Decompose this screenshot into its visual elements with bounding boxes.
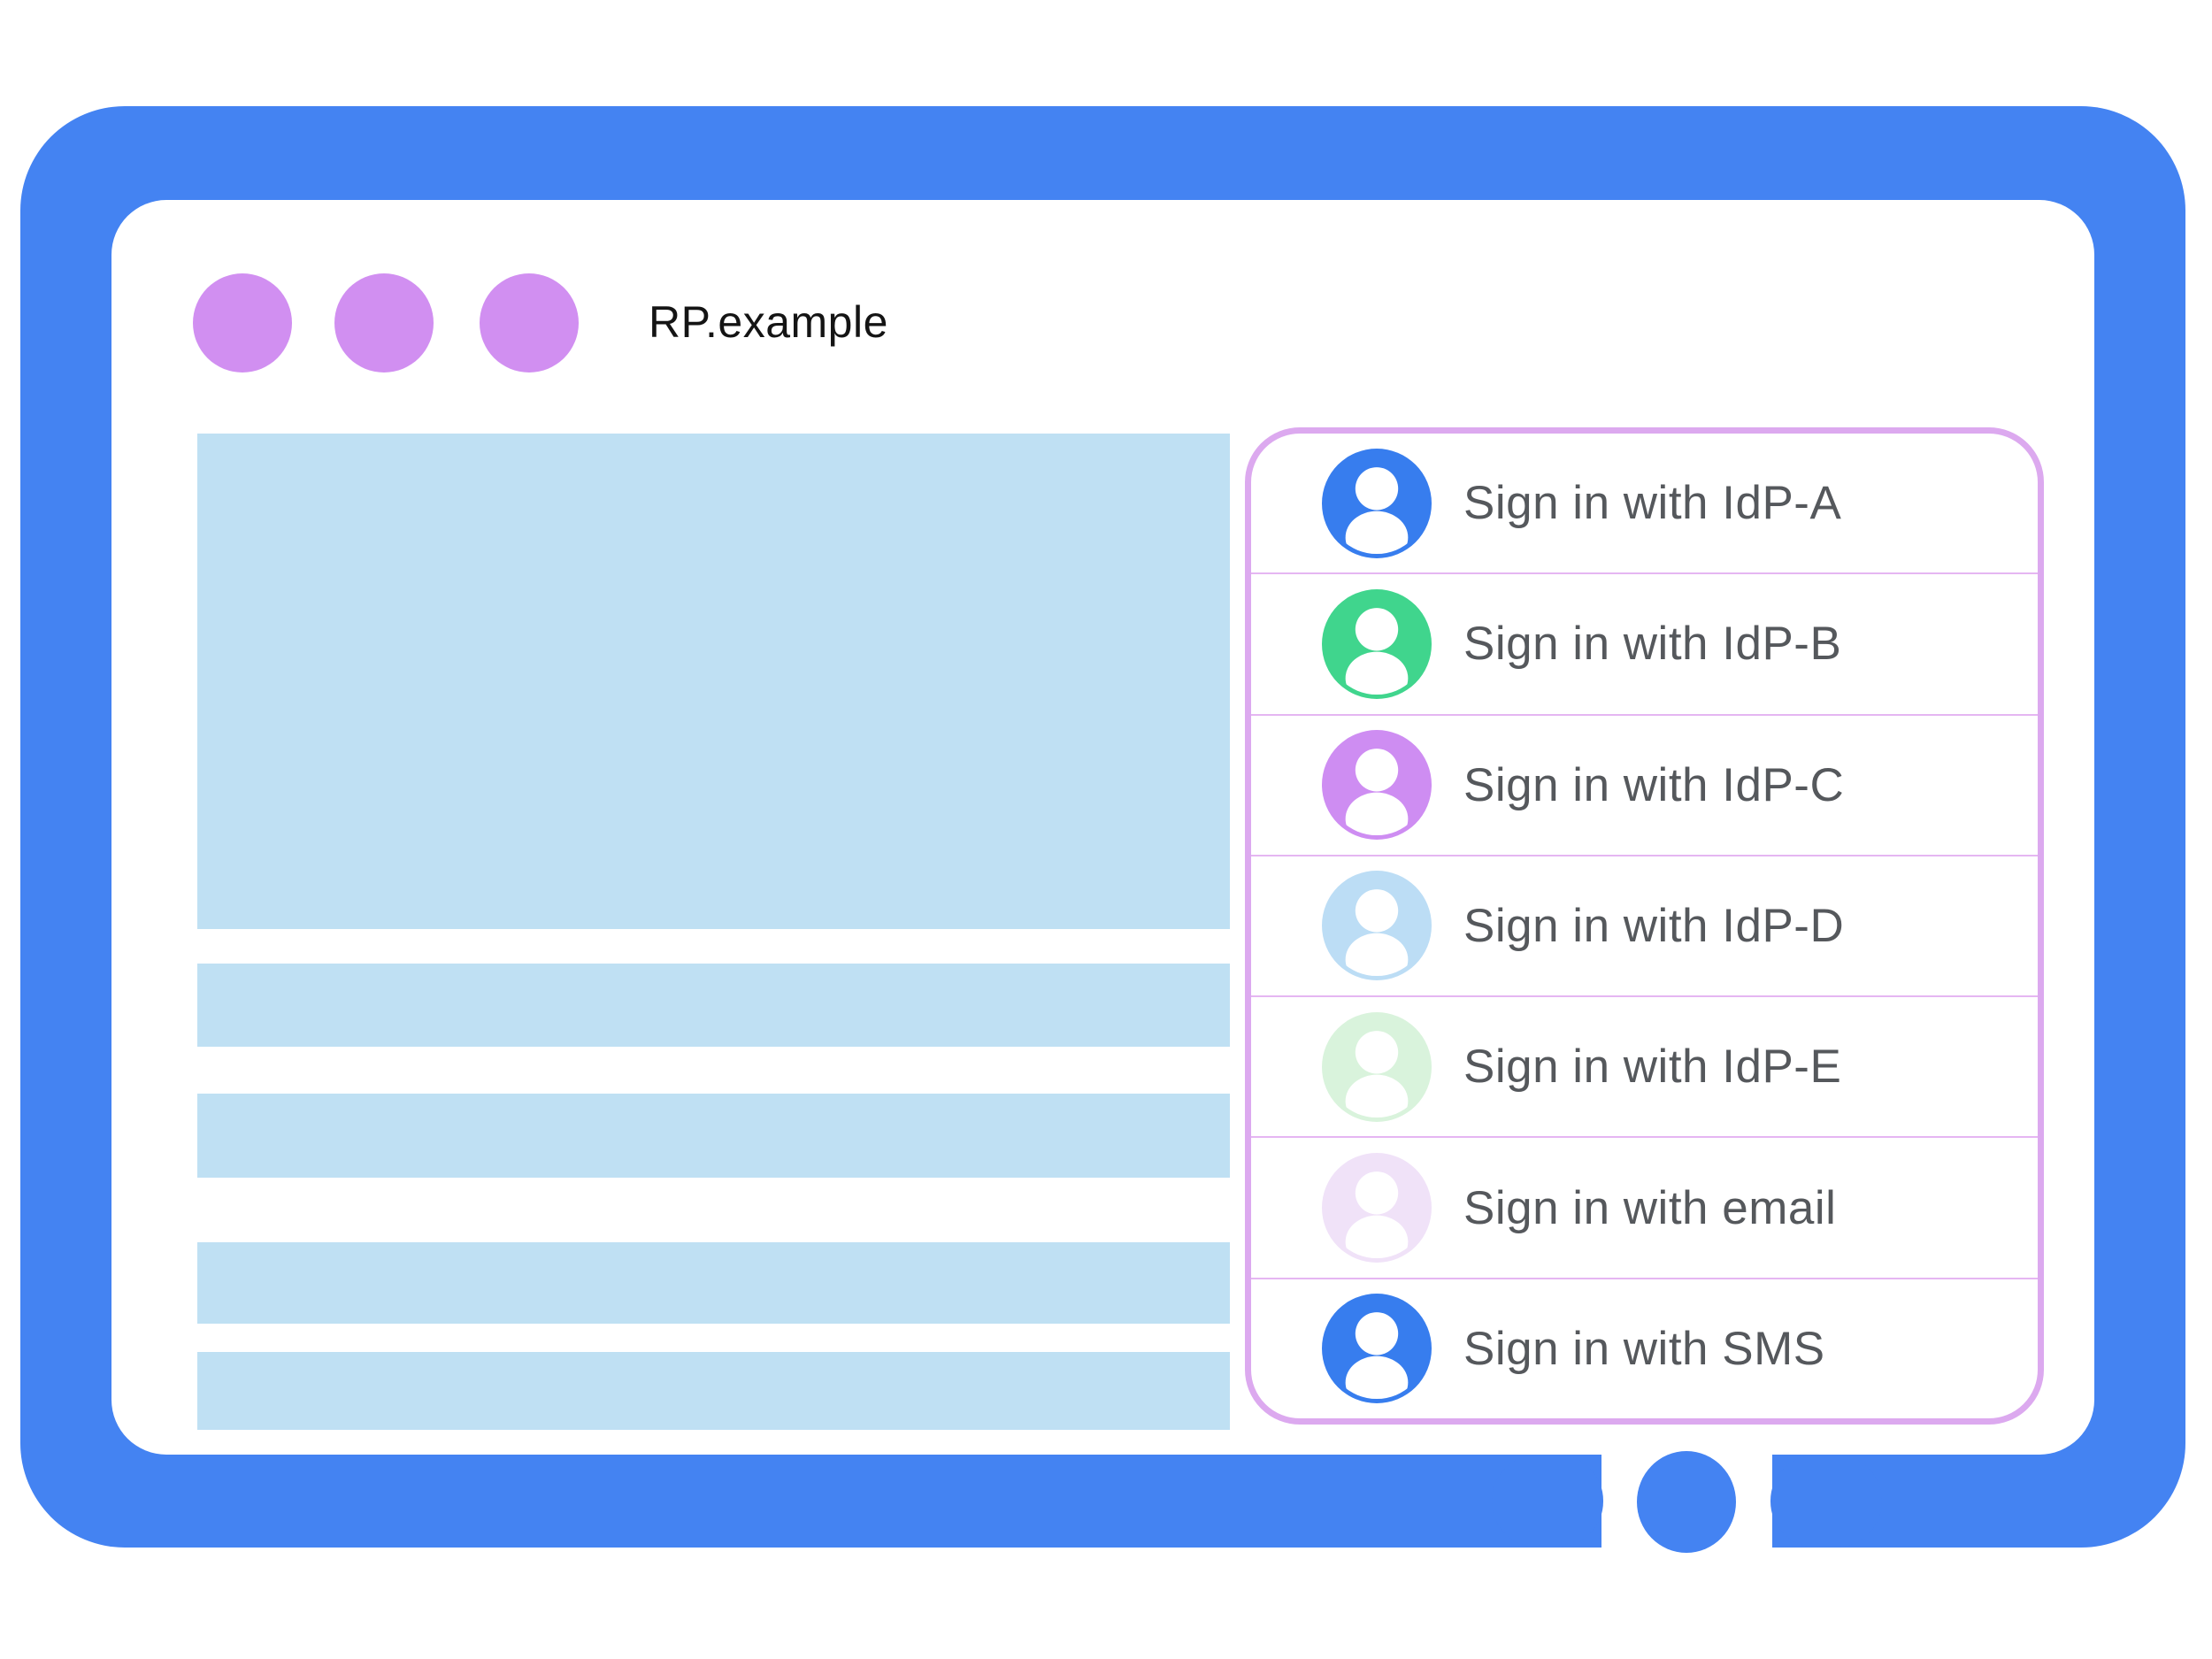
signin-option-idp-b[interactable]: Sign in with IdP-B <box>1251 572 2038 713</box>
signin-option-idp-c[interactable]: Sign in with IdP-C <box>1251 713 2038 855</box>
signin-option-email[interactable]: Sign in with email <box>1251 1136 2038 1277</box>
signin-option-label: Sign in with IdP-A <box>1463 477 1842 530</box>
person-icon <box>1322 588 1432 699</box>
signin-option-label: Sign in with SMS <box>1463 1322 1825 1375</box>
site-url-label: RP.example <box>649 297 888 347</box>
signin-option-label: Sign in with IdP-E <box>1463 1041 1842 1094</box>
window-dot-icon <box>334 273 434 373</box>
signin-option-label: Sign in with IdP-B <box>1463 618 1842 671</box>
bottom-band-left-cap <box>1492 1455 1603 1548</box>
signin-option-sms[interactable]: Sign in with SMS <box>1251 1277 2038 1418</box>
person-icon <box>1322 871 1432 981</box>
signin-option-idp-a[interactable]: Sign in with IdP-A <box>1251 434 2038 572</box>
person-icon <box>1322 1011 1432 1122</box>
content-placeholder-bar <box>197 1352 1230 1430</box>
signin-option-label: Sign in with IdP-D <box>1463 899 1845 952</box>
person-icon <box>1322 448 1432 558</box>
bottom-band-right-cap <box>1770 1455 1882 1548</box>
person-icon <box>1322 1294 1432 1404</box>
signin-option-label: Sign in with IdP-C <box>1463 758 1845 811</box>
content-placeholder-hero <box>197 434 1230 929</box>
signin-chooser-dialog: Sign in with IdP-A Sign in with IdP-B Si… <box>1245 427 2044 1425</box>
signin-option-idp-e[interactable]: Sign in with IdP-E <box>1251 995 2038 1136</box>
content-placeholder-bar <box>197 1242 1230 1324</box>
bottom-notch-circle <box>1637 1451 1736 1553</box>
signin-option-label: Sign in with email <box>1463 1181 1837 1234</box>
window-dot-icon <box>193 273 292 373</box>
content-placeholder-bar <box>197 964 1230 1047</box>
content-placeholder-bar <box>197 1094 1230 1178</box>
person-icon <box>1322 730 1432 841</box>
person-icon <box>1322 1153 1432 1263</box>
signin-option-idp-d[interactable]: Sign in with IdP-D <box>1251 854 2038 995</box>
window-dot-icon <box>480 273 579 373</box>
